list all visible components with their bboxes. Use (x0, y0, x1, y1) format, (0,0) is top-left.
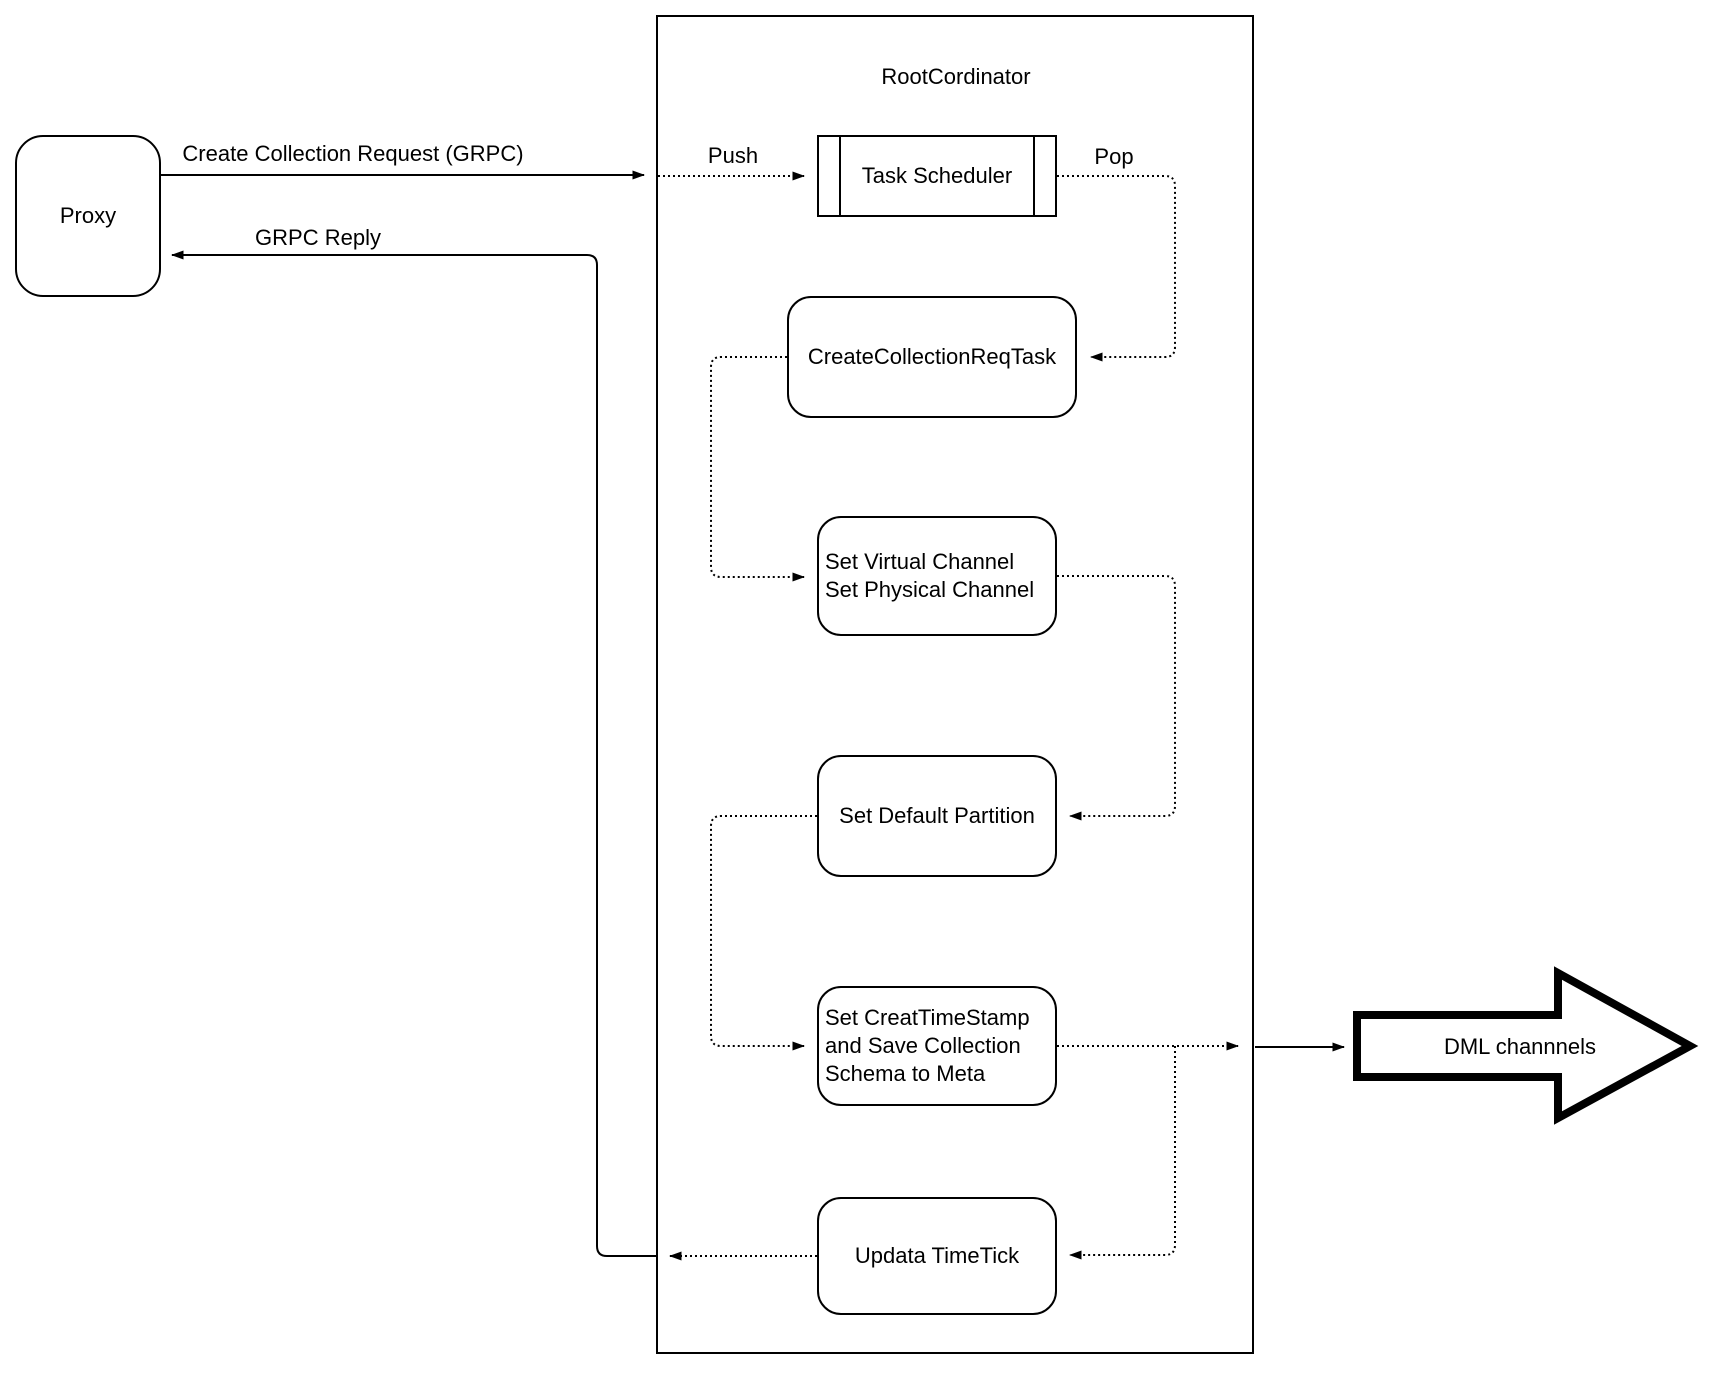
set-creat-timestamp-line-2: and Save Collection (825, 1033, 1021, 1058)
edge-to-set-channels (710, 356, 805, 582)
create-collection-request-edge-label: Create Collection Request (GRPC) (182, 141, 524, 166)
proxy-label: Proxy (59, 203, 117, 228)
updata-timetick-node: Updata TimeTick (817, 1197, 1057, 1315)
set-default-partition-node: Set Default Partition (817, 755, 1057, 877)
set-physical-channel-line: Set Physical Channel (825, 577, 1035, 602)
set-creat-timestamp-line-3: Schema to Meta (825, 1061, 986, 1086)
edge-to-set-creat-timestamp (710, 815, 817, 1051)
updata-timetick-label: Updata TimeTick (854, 1243, 1020, 1268)
rootcoordinator-container (656, 15, 1254, 1354)
dml-channels-label: DML channnels (1443, 1034, 1597, 1059)
task-scheduler-label: Task Scheduler (861, 163, 1013, 188)
set-channels-node: Set Virtual Channel Set Physical Channel (817, 516, 1057, 636)
proxy-node: Proxy (15, 135, 161, 297)
set-creat-timestamp-line-1: Set CreatTimeStamp (825, 1005, 1030, 1030)
pop-edge-label: Pop (1094, 144, 1134, 169)
dml-channels-block-arrow (1353, 966, 1699, 1125)
edge-to-set-default-partition (1057, 575, 1176, 821)
create-collection-req-task-label: CreateCollectionReqTask (807, 344, 1057, 369)
task-scheduler-right-bar (1033, 135, 1035, 217)
edge-to-updata-timetick (1069, 1046, 1176, 1260)
task-scheduler-left-bar (839, 135, 841, 217)
edge-grpc-reply (171, 250, 656, 1257)
push-edge-label: Push (707, 143, 759, 168)
create-collection-req-task-node: CreateCollectionReqTask (787, 296, 1077, 418)
grpc-reply-edge-label: GRPC Reply (255, 225, 381, 250)
task-scheduler-node: Task Scheduler (817, 135, 1057, 217)
set-default-partition-label: Set Default Partition (839, 803, 1035, 828)
set-creat-timestamp-node: Set CreatTimeStamp and Save Collection S… (817, 986, 1057, 1106)
rootcoordinator-title: RootCordinator (881, 64, 1031, 89)
set-virtual-channel-line: Set Virtual Channel (825, 549, 1015, 574)
